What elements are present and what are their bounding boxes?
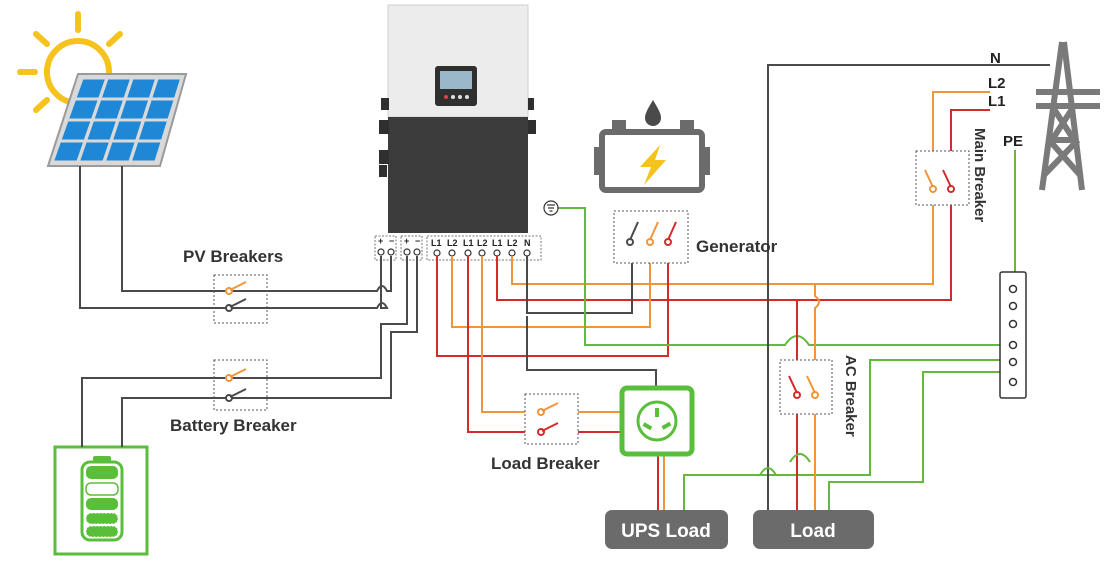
solar-cell — [120, 100, 149, 119]
ac-terminal-label: L2 — [507, 238, 518, 248]
load-breaker-label: Load Breaker — [491, 454, 600, 473]
grid-l1-label: L1 — [988, 93, 1006, 110]
ac-wires — [436, 64, 1050, 510]
pv-plus-label: + — [378, 236, 383, 246]
pv-breaker-switch — [213, 274, 268, 324]
inverter-icon — [379, 4, 536, 233]
generator-icon — [594, 100, 710, 193]
solar-cell — [106, 142, 135, 161]
solar-cell — [80, 142, 109, 161]
ground-busbar — [999, 271, 1027, 399]
solar-cell — [102, 79, 130, 98]
battery-icon — [53, 445, 149, 556]
solar-cell — [132, 142, 161, 161]
battery-minus-label: − — [415, 236, 420, 246]
solar-cell — [152, 79, 180, 98]
ac-terminal-label: L2 — [477, 238, 488, 248]
grid-n-label: N — [990, 50, 1001, 67]
battery-breaker-switch — [213, 359, 268, 411]
solar-cell — [87, 121, 116, 140]
pv-wires — [79, 166, 392, 309]
solar-cell — [76, 79, 105, 98]
ac-terminal-label: L1 — [492, 238, 503, 248]
generator-label: Generator — [696, 237, 778, 256]
outlet-icon — [619, 385, 695, 457]
grid-pe-label: PE — [1003, 133, 1023, 150]
solar-cell — [113, 121, 142, 140]
ups-load-label: UPS Load — [621, 521, 711, 542]
solar-cell — [61, 121, 91, 140]
pv-minus-label: − — [389, 236, 394, 246]
pv-breakers-label: PV Breakers — [183, 247, 283, 266]
ac-terminal-label: L1 — [463, 238, 474, 248]
ac-breaker-label: AC Breaker — [842, 355, 859, 437]
load-box: Load — [753, 510, 874, 549]
ac-terminal-label: L2 — [447, 238, 458, 248]
load-breaker-switch — [524, 393, 579, 445]
battery-wires — [81, 256, 418, 447]
battery-breaker-label: Battery Breaker — [170, 416, 297, 435]
solar-cell — [127, 79, 155, 98]
ac-terminal-block: L1 L2 L1 L2 L1 L2 N — [426, 235, 542, 261]
grid-l2-label: L2 — [988, 75, 1006, 92]
generator-breaker-switch — [613, 210, 689, 264]
solar-cell — [54, 142, 83, 161]
main-breaker-label: Main Breaker — [971, 128, 988, 222]
ac-terminal-label: L1 — [431, 238, 442, 248]
dc-terminal-block: + − + − — [374, 235, 423, 261]
wire-hop — [759, 453, 811, 476]
ac-breaker-switch — [779, 359, 833, 415]
solar-cell — [139, 121, 167, 140]
ac-terminal-label: N — [524, 238, 531, 248]
solar-panel-icon — [46, 73, 188, 167]
ups-load-box: UPS Load — [605, 510, 728, 549]
power-tower-icon — [1036, 41, 1100, 191]
solar-cell — [145, 100, 174, 119]
solar-cell — [94, 100, 123, 119]
battery-plus-label: + — [404, 236, 409, 246]
ground-icon — [543, 200, 559, 216]
solar-cell — [69, 100, 98, 119]
main-breaker-switch — [915, 150, 970, 206]
load-label: Load — [790, 521, 835, 542]
